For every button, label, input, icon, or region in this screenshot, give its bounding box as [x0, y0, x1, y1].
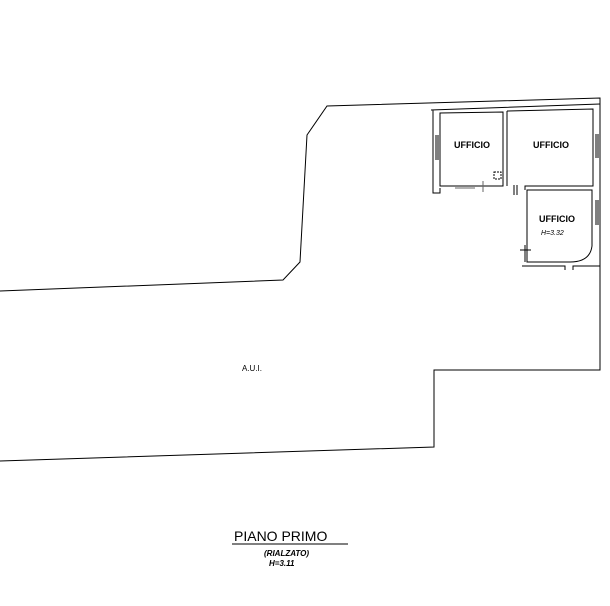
room-3-walls: [526, 189, 593, 263]
room-1-walls: [439, 111, 504, 187]
room-3-window: [595, 200, 599, 225]
room-1-fixture: [493, 171, 502, 180]
room-2-window: [595, 134, 599, 158]
title-main: PIANO PRIMO: [234, 528, 327, 544]
area-label: A.U.I.: [242, 364, 262, 373]
office-outer-wall: [430, 103, 601, 194]
room-1-label: UFFICIO: [454, 140, 490, 150]
room-3-height: H=3.32: [541, 230, 564, 237]
title-height: H=3.11: [269, 559, 295, 568]
room-1-window: [435, 135, 439, 160]
title-sub: (RIALZATO): [264, 549, 309, 558]
building-outline: [0, 97, 601, 462]
room-3-label: UFFICIO: [539, 214, 575, 224]
room-2-walls: [506, 108, 594, 190]
room-3-lower-wall: [522, 265, 600, 270]
room-2-label: UFFICIO: [533, 140, 569, 150]
room-3-door: [520, 245, 531, 262]
room-2-door: [513, 185, 518, 195]
room-1-door: [455, 181, 484, 192]
